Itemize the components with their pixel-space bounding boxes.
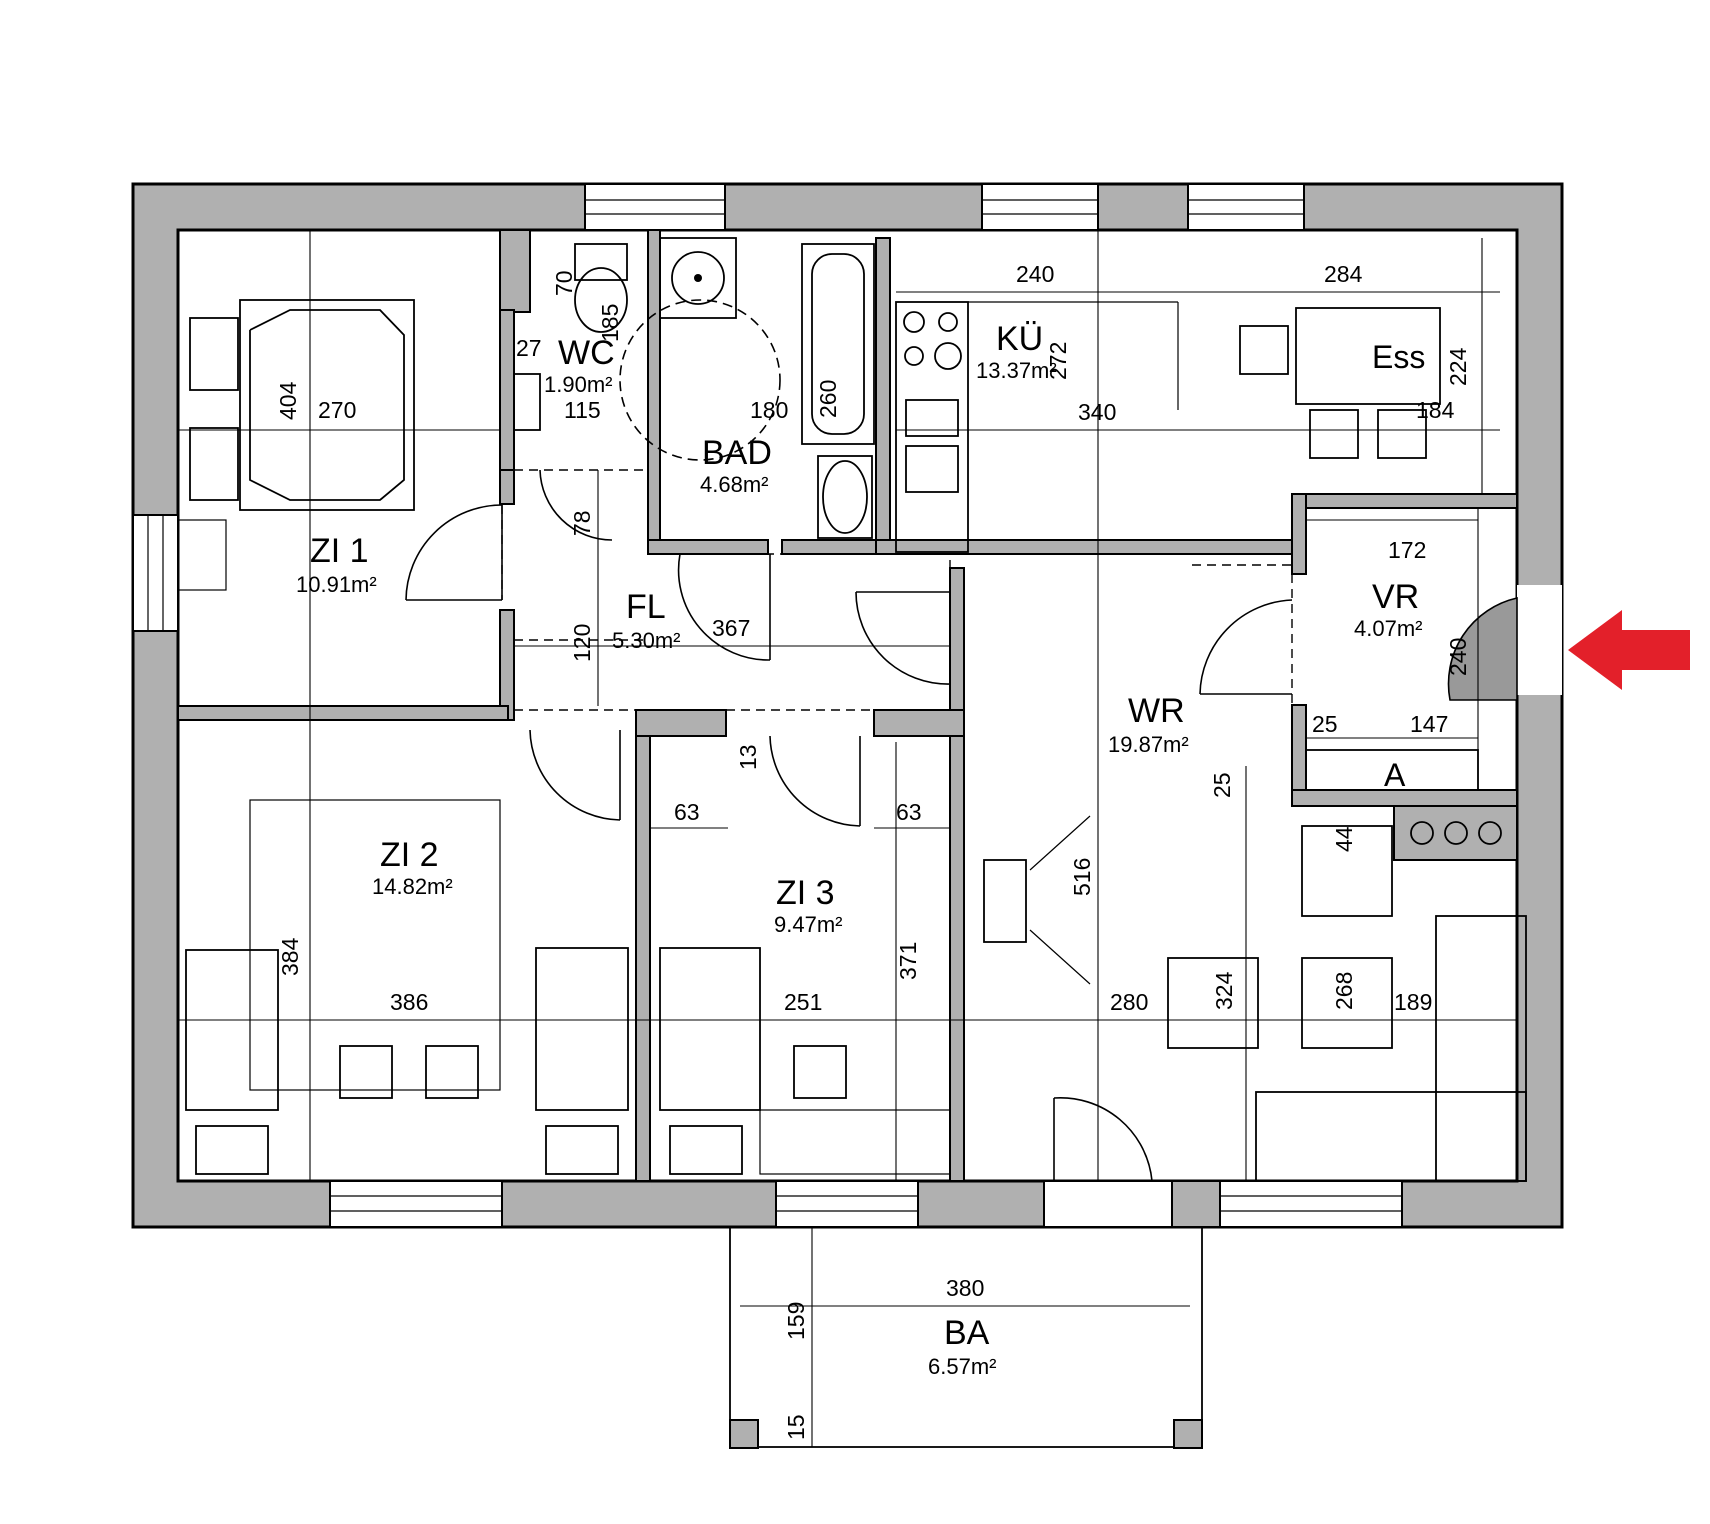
dim-44: 44	[1331, 826, 1357, 852]
dim-371: 371	[895, 942, 921, 980]
label-a: A	[1384, 757, 1406, 793]
dim-324: 324	[1211, 971, 1237, 1010]
room-area-ba: 6.57m²	[928, 1354, 996, 1379]
room-area-vr: 4.07m²	[1354, 616, 1422, 641]
dim-27: 27	[516, 335, 542, 361]
red-arrow-left-icon	[1568, 610, 1690, 690]
room-name-zi3: ZI 3	[776, 874, 835, 912]
dim-63-left: 63	[674, 799, 700, 825]
dim-15: 15	[783, 1414, 809, 1440]
dim-120: 120	[569, 624, 595, 662]
dim-224: 224	[1445, 347, 1471, 386]
dim-115: 115	[564, 397, 601, 423]
dimension-lines	[178, 230, 1517, 1447]
interior-walls	[177, 205, 1562, 1182]
dim-25-vr: 25	[1312, 711, 1338, 737]
room-area-bad: 4.68m²	[700, 472, 768, 497]
room-name-zi1: ZI 1	[310, 532, 369, 570]
dim-367: 367	[712, 615, 750, 641]
dim-386: 386	[390, 989, 428, 1015]
room-area-zi2: 14.82m²	[372, 874, 453, 899]
openings	[501, 469, 1293, 1182]
room-name-bad: BAD	[702, 434, 772, 472]
dim-404: 404	[275, 381, 301, 420]
dim-184: 184	[1416, 397, 1455, 423]
entrance-door	[1447, 596, 1518, 701]
dim-270: 270	[318, 397, 356, 423]
furniture	[177, 237, 1527, 1449]
dim-240-vr: 240	[1445, 638, 1471, 676]
dim-280: 280	[1110, 989, 1148, 1015]
dim-13: 13	[735, 744, 761, 770]
room-name-ba: BA	[944, 1314, 990, 1352]
dim-384: 384	[277, 937, 303, 976]
dim-180: 180	[750, 397, 788, 423]
dim-340: 340	[1078, 399, 1116, 425]
dim-78: 78	[569, 510, 595, 536]
dim-380: 380	[946, 1275, 984, 1301]
room-area-wc: 1.90m²	[544, 372, 612, 397]
dimension-texts: 404 270 70 27 185 115 180 260 240 272 34…	[275, 261, 1471, 1440]
dim-25-wr: 25	[1209, 772, 1235, 798]
room-area-fl: 5.30m²	[612, 628, 680, 653]
room-name-wc: WC	[558, 334, 615, 372]
label-ess: Ess	[1372, 339, 1425, 375]
dim-240-ku: 240	[1016, 261, 1054, 287]
room-area-wr: 19.87m²	[1108, 732, 1189, 757]
dim-70: 70	[551, 270, 577, 296]
dim-516: 516	[1069, 858, 1095, 896]
dim-147: 147	[1410, 711, 1448, 737]
dim-189: 189	[1394, 989, 1432, 1015]
dim-272: 272	[1045, 342, 1071, 380]
dim-284: 284	[1324, 261, 1363, 287]
room-name-ku: KÜ	[996, 320, 1043, 358]
room-area-zi1: 10.91m²	[296, 572, 377, 597]
dim-260: 260	[815, 380, 841, 418]
room-area-zi3: 9.47m²	[774, 912, 842, 937]
room-area-ku: 13.37m²	[976, 358, 1057, 383]
room-name-vr: VR	[1372, 578, 1419, 616]
room-name-fl: FL	[626, 588, 666, 626]
dim-172: 172	[1388, 537, 1426, 563]
room-name-wr: WR	[1128, 692, 1185, 730]
dim-185: 185	[597, 304, 623, 342]
room-labels: ZI 1 10.91m² WC 1.90m² BAD 4.68m² KÜ 13.…	[296, 320, 1425, 1379]
dim-63-right: 63	[896, 799, 922, 825]
dim-159: 159	[783, 1302, 809, 1340]
room-name-zi2: ZI 2	[380, 836, 439, 874]
dim-268: 268	[1331, 972, 1357, 1010]
dim-251: 251	[784, 989, 822, 1015]
